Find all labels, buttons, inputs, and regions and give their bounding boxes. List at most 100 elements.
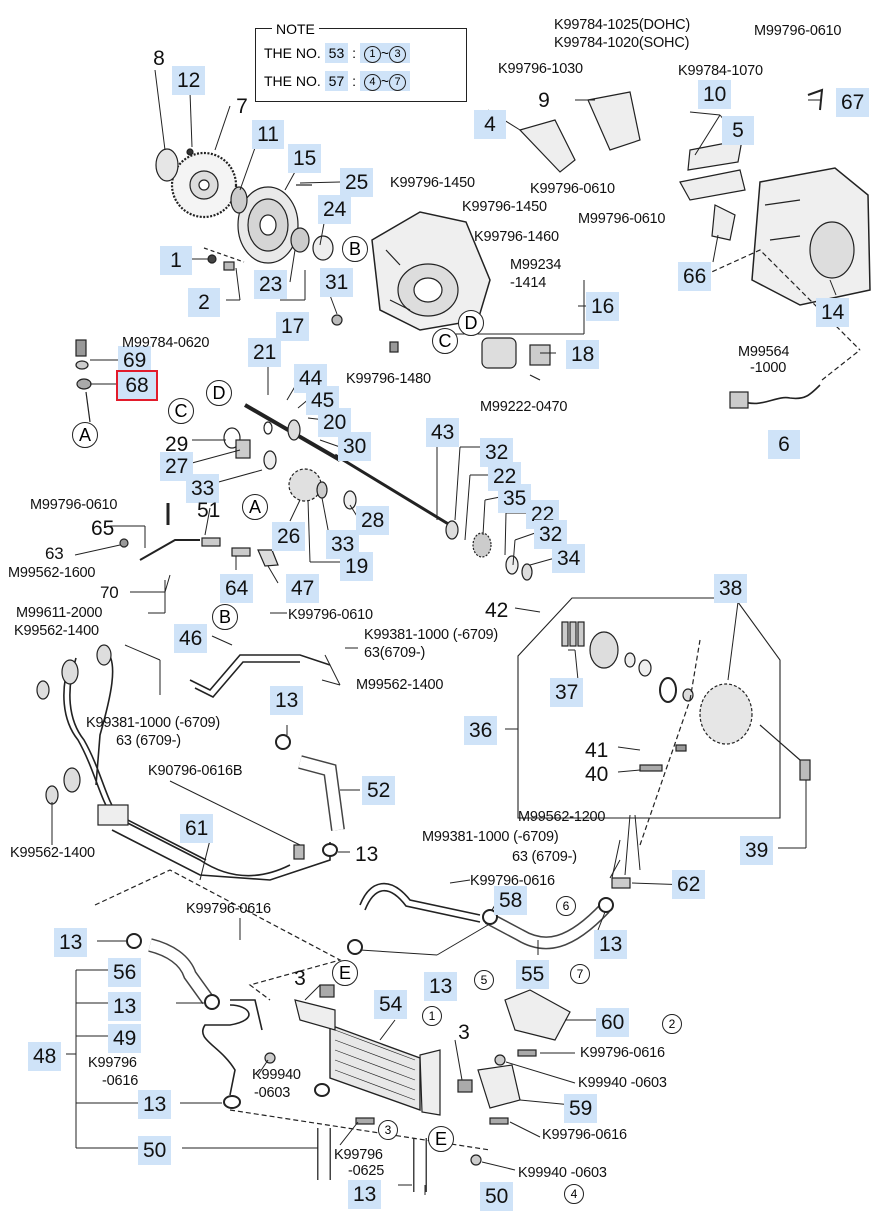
circled-note: 6 <box>556 896 576 916</box>
part-code-label: M99562-1200 <box>518 809 606 825</box>
part-number-label: 50 <box>138 1136 172 1165</box>
part-code-label: M99562-1400 <box>356 677 444 693</box>
note-title: NOTE <box>272 21 319 37</box>
part-code-label: K99796-1450 <box>390 175 475 191</box>
part-code-label: M99381-1000 (-6709) <box>422 829 559 845</box>
leader-lines <box>51 69 837 1195</box>
part-code-label: 63 (6709-) <box>512 849 577 865</box>
part-number-label: 54 <box>374 990 408 1019</box>
callout-b: B <box>212 604 238 630</box>
part-number-label: 13 <box>54 928 88 957</box>
part-code-label: K99381-1000 (-6709) <box>364 627 499 643</box>
part-code-label: M99796-0610 <box>578 211 666 227</box>
part-number-label: 18 <box>566 340 600 369</box>
part-number-label: 65 <box>91 517 115 540</box>
part-number-label: 14 <box>816 298 850 327</box>
note-row-2-sep: : <box>352 73 357 89</box>
part-code-label: M99784-0620 <box>122 335 210 351</box>
part-number-label: 26 <box>272 522 306 551</box>
part-code-label: K99796-0616 <box>470 873 555 889</box>
part-number-label: 55 <box>516 960 550 989</box>
part-code-label: 63(6709-) <box>364 645 426 661</box>
part-number-label: 58 <box>494 886 528 915</box>
circled-note: 2 <box>662 1014 682 1034</box>
part-number-label: 46 <box>174 624 208 653</box>
speed-sensor-cable <box>739 384 821 405</box>
note-row-2-no: 57 <box>324 71 349 91</box>
part-number-label: 13 <box>348 1180 382 1209</box>
part-code-label: K99796 <box>88 1055 137 1071</box>
part-code-label: -0603 <box>254 1085 291 1101</box>
part-code-label: K99940 <box>252 1067 301 1083</box>
callout-c: C <box>432 328 458 354</box>
part-number-label: 36 <box>464 716 498 745</box>
part-number-label: 42 <box>485 599 509 622</box>
part-number-label: 64 <box>220 574 254 603</box>
part-code-label: M99796-0610 <box>754 23 842 39</box>
part-number-label: 47 <box>286 574 320 603</box>
part-code-label: M99796-0610 <box>30 497 118 513</box>
part-number-label: 40 <box>585 763 609 786</box>
callout-d: D <box>458 310 484 336</box>
part-number-label: 60 <box>596 1008 630 1037</box>
part-code-label: K99940 -0603 <box>518 1165 607 1181</box>
part-number-label: 70 <box>100 583 119 602</box>
circled-note: 1 <box>422 1006 442 1026</box>
part-code-label: -1000 <box>750 360 787 376</box>
oil-pump <box>481 337 551 369</box>
part-number-label: 37 <box>550 678 584 707</box>
note-row-1-sep: : <box>352 45 357 61</box>
part-number-label: 41 <box>585 739 609 762</box>
torque-converter <box>230 186 334 264</box>
part-code-label: K99784-1070 <box>678 63 763 79</box>
part-code-label: M99562-1600 <box>8 565 96 581</box>
part-code-label: K99796-0610 <box>530 181 615 197</box>
note-row-1-b: 3 <box>389 45 407 63</box>
circled-note: 4 <box>564 1184 584 1204</box>
part-code-label: M99222-0470 <box>480 399 568 415</box>
part-code-label: K99784-1020(SOHC) <box>554 35 690 51</box>
part-number-label: 1 <box>160 246 192 275</box>
part-number-label: 61 <box>180 814 214 843</box>
part-code-label: K99784-1025(DOHC) <box>554 17 691 33</box>
part-number-label: 3 <box>458 1021 470 1044</box>
note-row-2: THE NO. 57 : 4~7 <box>264 71 411 91</box>
callout-d: D <box>206 380 232 406</box>
part-number-label: 11 <box>252 120 284 149</box>
part-number-label: 52 <box>362 776 396 805</box>
note-row-2-b: 7 <box>389 73 407 91</box>
part-number-label: 50 <box>480 1182 514 1211</box>
part-number-label-highlighted: 68 <box>116 370 158 401</box>
part-code-label: K90796-0616B <box>148 763 243 779</box>
part-code-label: K99796-1460 <box>474 229 559 245</box>
part-number-label: 67 <box>836 88 870 117</box>
shafts <box>243 403 451 527</box>
note-row-1-tilde: ~ <box>380 45 390 61</box>
part-number-label: 30 <box>338 432 372 461</box>
part-number-label: 43 <box>426 418 460 447</box>
part-number-label: 66 <box>678 262 712 291</box>
part-number-label: 2 <box>188 288 220 317</box>
part-number-label: 34 <box>552 544 586 573</box>
part-number-label: 15 <box>288 144 322 173</box>
part-number-label: 21 <box>248 338 282 367</box>
part-number-label: 31 <box>320 268 354 297</box>
part-code-label: K99381-1000 (-6709) <box>86 715 221 731</box>
part-number-label: 48 <box>28 1042 62 1071</box>
part-code-label: K99940 -0603 <box>578 1075 667 1091</box>
circled-note: 7 <box>570 964 590 984</box>
part-number-label: 51 <box>197 499 221 522</box>
part-number-label: 9 <box>538 89 550 112</box>
callout-c: C <box>168 398 194 424</box>
part-code-label: K99796-0616 <box>186 901 271 917</box>
part-number-label: 5 <box>722 116 754 145</box>
circled-note: 5 <box>474 970 494 990</box>
part-number-label: 13 <box>424 972 458 1001</box>
bracket-59 <box>477 1064 521 1109</box>
part-code-label: K99796-1030 <box>498 61 583 77</box>
part-number-label: 13 <box>355 843 379 866</box>
part-number-label: 25 <box>340 168 374 197</box>
part-number-label: 13 <box>270 686 304 715</box>
bracket-9 <box>587 91 641 151</box>
